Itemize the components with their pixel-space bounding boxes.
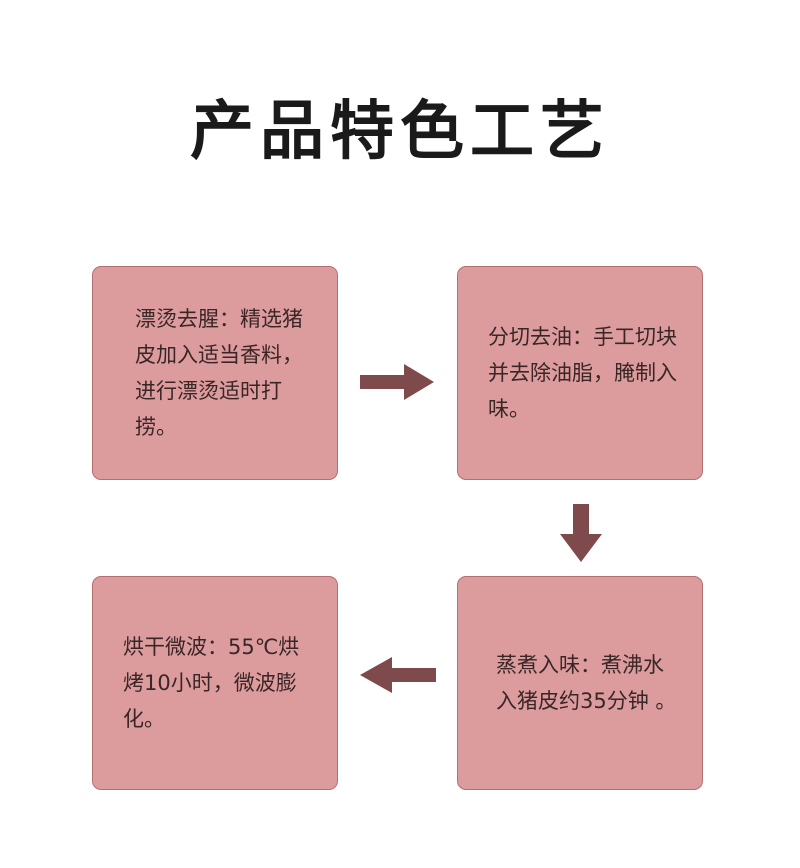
step-text-steaming: 蒸煮入味：煮沸水入猪皮约35分钟 。 bbox=[496, 653, 677, 713]
arrow-left-icon bbox=[360, 657, 436, 693]
step-box-drying: 烘干微波：55℃烘烤10小时，微波膨化。 bbox=[92, 576, 338, 790]
step-text-cutting: 分切去油：手工切块并去除油脂，腌制入味。 bbox=[488, 325, 677, 421]
step-box-blanching: 漂烫去腥：精选猪皮加入适当香料，进行漂烫适时打捞。 bbox=[92, 266, 338, 480]
step-box-steaming: 蒸煮入味：煮沸水入猪皮约35分钟 。 bbox=[457, 576, 703, 790]
step-text-blanching: 漂烫去腥：精选猪皮加入适当香料，进行漂烫适时打捞。 bbox=[135, 307, 303, 439]
arrow-right-shape bbox=[360, 364, 434, 400]
step-box-cutting: 分切去油：手工切块并去除油脂，腌制入味。 bbox=[457, 266, 703, 480]
arrow-down-shape bbox=[560, 504, 602, 562]
arrow-right-icon bbox=[360, 364, 434, 400]
step-text-drying: 烘干微波：55℃烘烤10小时，微波膨化。 bbox=[123, 635, 300, 731]
arrow-left-shape bbox=[360, 657, 436, 693]
arrow-down-icon bbox=[560, 504, 602, 562]
page-title: 产品特色工艺 bbox=[190, 95, 610, 169]
